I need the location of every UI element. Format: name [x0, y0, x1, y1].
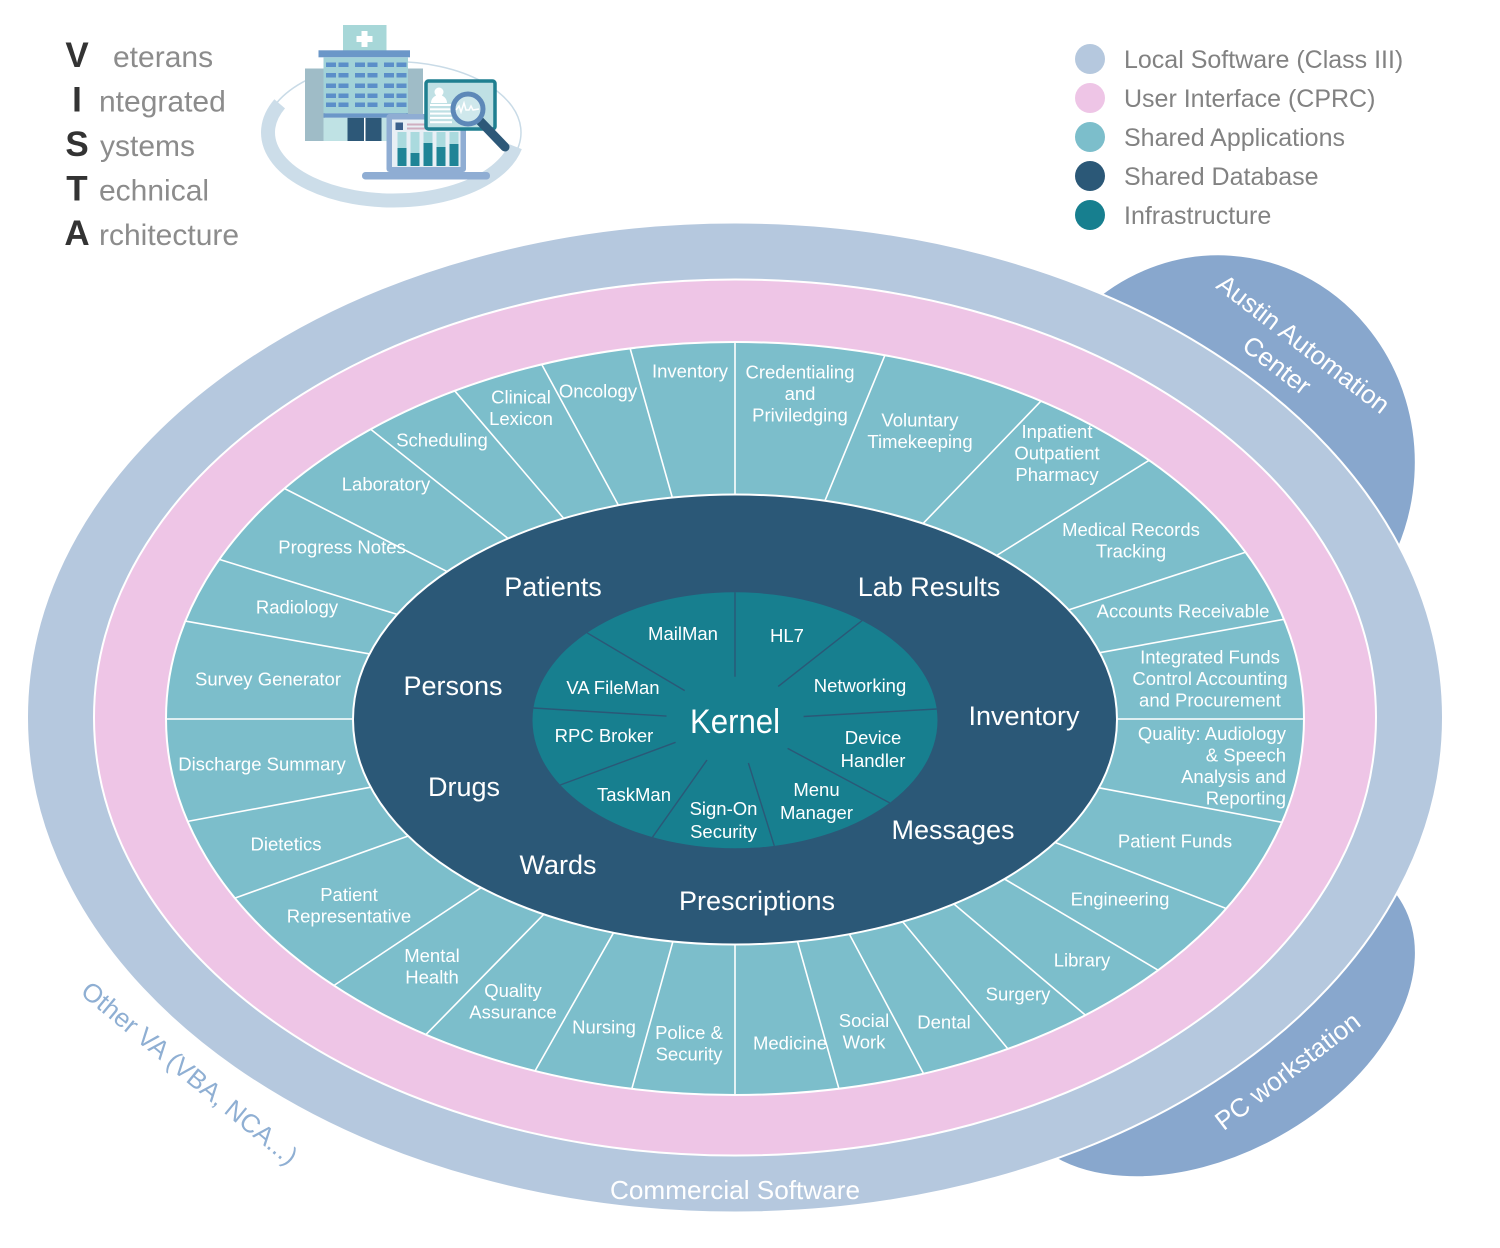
- svg-text:Timekeeping: Timekeeping: [867, 431, 972, 452]
- svg-text:Outpatient: Outpatient: [1014, 443, 1099, 464]
- svg-text:RPC Broker: RPC Broker: [555, 725, 654, 746]
- svg-text:Security: Security: [690, 821, 758, 842]
- svg-text:Social: Social: [839, 1010, 889, 1031]
- svg-text:Dental: Dental: [917, 1012, 970, 1033]
- svg-text:Lexicon: Lexicon: [489, 408, 553, 429]
- svg-text:Survey Generator: Survey Generator: [195, 669, 341, 690]
- svg-text:Police &: Police &: [655, 1022, 724, 1043]
- svg-text:A: A: [64, 214, 89, 253]
- svg-text:Assurance: Assurance: [469, 1002, 556, 1023]
- svg-text:Engineering: Engineering: [1071, 889, 1170, 910]
- svg-text:Prescriptions: Prescriptions: [679, 886, 835, 916]
- svg-text:rchitecture: rchitecture: [99, 219, 239, 252]
- svg-text:Health: Health: [405, 967, 458, 988]
- svg-text:Integrated Funds: Integrated Funds: [1140, 647, 1280, 668]
- svg-text:and Procurement: and Procurement: [1139, 690, 1281, 711]
- svg-text:Library: Library: [1054, 950, 1111, 971]
- svg-text:Voluntary: Voluntary: [881, 410, 959, 431]
- svg-text:Patients: Patients: [504, 572, 602, 602]
- svg-text:ntegrated: ntegrated: [99, 86, 226, 119]
- svg-text:eterans: eterans: [113, 41, 213, 74]
- svg-text:I: I: [72, 81, 82, 120]
- svg-text:Infrastructure: Infrastructure: [1124, 202, 1271, 230]
- svg-text:Scheduling: Scheduling: [396, 430, 488, 451]
- svg-text:Inpatient: Inpatient: [1022, 421, 1093, 442]
- svg-text:Control Accounting: Control Accounting: [1132, 668, 1287, 689]
- svg-text:Reporting: Reporting: [1206, 788, 1286, 809]
- svg-text:Local Software (Class III): Local Software (Class III): [1124, 46, 1403, 74]
- svg-text:Accounts Receivable: Accounts Receivable: [1097, 601, 1270, 622]
- svg-text:Radiology: Radiology: [256, 597, 339, 618]
- svg-text:Security: Security: [656, 1044, 724, 1065]
- svg-text:Inventory: Inventory: [652, 361, 729, 382]
- svg-text:ystems: ystems: [100, 130, 195, 163]
- svg-text:Mental: Mental: [404, 945, 460, 966]
- svg-text:& Speech: & Speech: [1206, 745, 1286, 766]
- svg-text:Persons: Persons: [403, 671, 502, 701]
- svg-text:Commercial Software: Commercial Software: [610, 1175, 860, 1205]
- svg-text:HL7: HL7: [770, 625, 804, 646]
- svg-text:Shared Database: Shared Database: [1124, 163, 1319, 191]
- svg-text:Priviledging: Priviledging: [752, 405, 848, 426]
- svg-text:Progress Notes: Progress Notes: [278, 537, 406, 558]
- svg-text:Sign-On: Sign-On: [690, 798, 758, 819]
- svg-text:Quality: Audiology: Quality: Audiology: [1138, 723, 1287, 744]
- svg-text:and: and: [785, 383, 816, 404]
- svg-text:Medicine: Medicine: [753, 1033, 827, 1054]
- svg-text:Patient Funds: Patient Funds: [1118, 831, 1232, 852]
- svg-text:Patient: Patient: [320, 884, 378, 905]
- svg-text:Dietetics: Dietetics: [251, 834, 322, 855]
- svg-text:Medical Records: Medical Records: [1062, 519, 1200, 540]
- svg-text:Discharge Summary: Discharge Summary: [178, 754, 346, 775]
- svg-text:V: V: [65, 36, 89, 75]
- svg-text:Kernel: Kernel: [690, 703, 780, 741]
- svg-text:Shared Applications: Shared Applications: [1124, 124, 1345, 152]
- svg-text:Menu: Menu: [793, 779, 839, 800]
- svg-text:Handler: Handler: [841, 750, 906, 771]
- svg-text:TaskMan: TaskMan: [597, 784, 671, 805]
- svg-text:Device: Device: [845, 727, 902, 748]
- svg-text:MailMan: MailMan: [648, 623, 718, 644]
- svg-text:Work: Work: [843, 1032, 887, 1053]
- svg-text:echnical: echnical: [99, 175, 209, 208]
- svg-text:Oncology: Oncology: [559, 381, 638, 402]
- svg-text:Wards: Wards: [519, 850, 596, 880]
- svg-text:Networking: Networking: [814, 675, 907, 696]
- svg-text:Surgery: Surgery: [986, 984, 1052, 1005]
- svg-text:Inventory: Inventory: [968, 701, 1080, 731]
- svg-text:Messages: Messages: [891, 815, 1014, 845]
- svg-text:Pharmacy: Pharmacy: [1015, 464, 1099, 485]
- svg-text:Clinical: Clinical: [491, 387, 551, 408]
- svg-text:Manager: Manager: [780, 802, 853, 823]
- svg-text:Tracking: Tracking: [1096, 541, 1166, 562]
- svg-text:S: S: [65, 125, 88, 164]
- svg-text:User Interface (CPRC): User Interface (CPRC): [1124, 85, 1375, 113]
- svg-text:T: T: [66, 170, 87, 209]
- svg-text:Laboratory: Laboratory: [342, 474, 431, 495]
- svg-text:Representative: Representative: [287, 906, 411, 927]
- svg-text:Lab Results: Lab Results: [858, 572, 1001, 602]
- svg-text:Nursing: Nursing: [572, 1017, 636, 1038]
- svg-text:Credentialing: Credentialing: [745, 362, 854, 383]
- svg-text:Drugs: Drugs: [428, 772, 500, 802]
- svg-text:Quality: Quality: [484, 980, 542, 1001]
- svg-text:Analysis and: Analysis and: [1181, 766, 1286, 787]
- svg-text:VA FileMan: VA FileMan: [566, 677, 659, 698]
